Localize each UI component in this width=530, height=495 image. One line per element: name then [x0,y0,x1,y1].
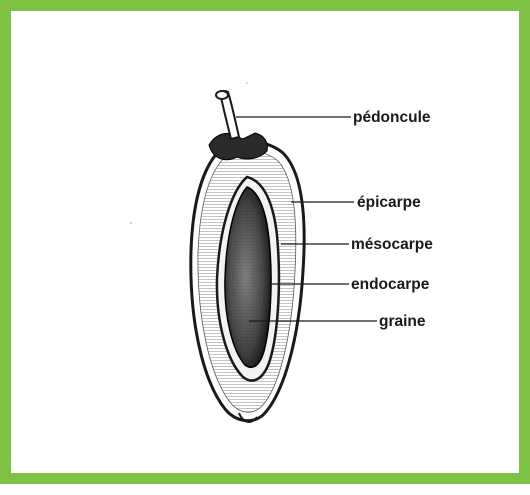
peduncle-tip [216,91,228,99]
seed-texture [232,199,262,359]
figure-frame: pédoncule épicarpe mésocarpe endocarpe g… [0,0,530,484]
label-epicarp: épicarpe [357,194,421,211]
scan-speck [246,82,248,84]
fruit-cross-section-diagram: pédoncule épicarpe mésocarpe endocarpe g… [11,11,530,495]
label-mesocarp: mésocarpe [351,236,433,253]
label-endocarp: endocarpe [351,276,430,293]
label-peduncle: pédoncule [353,109,431,126]
label-seed: graine [379,313,426,330]
scan-speck [130,222,132,224]
